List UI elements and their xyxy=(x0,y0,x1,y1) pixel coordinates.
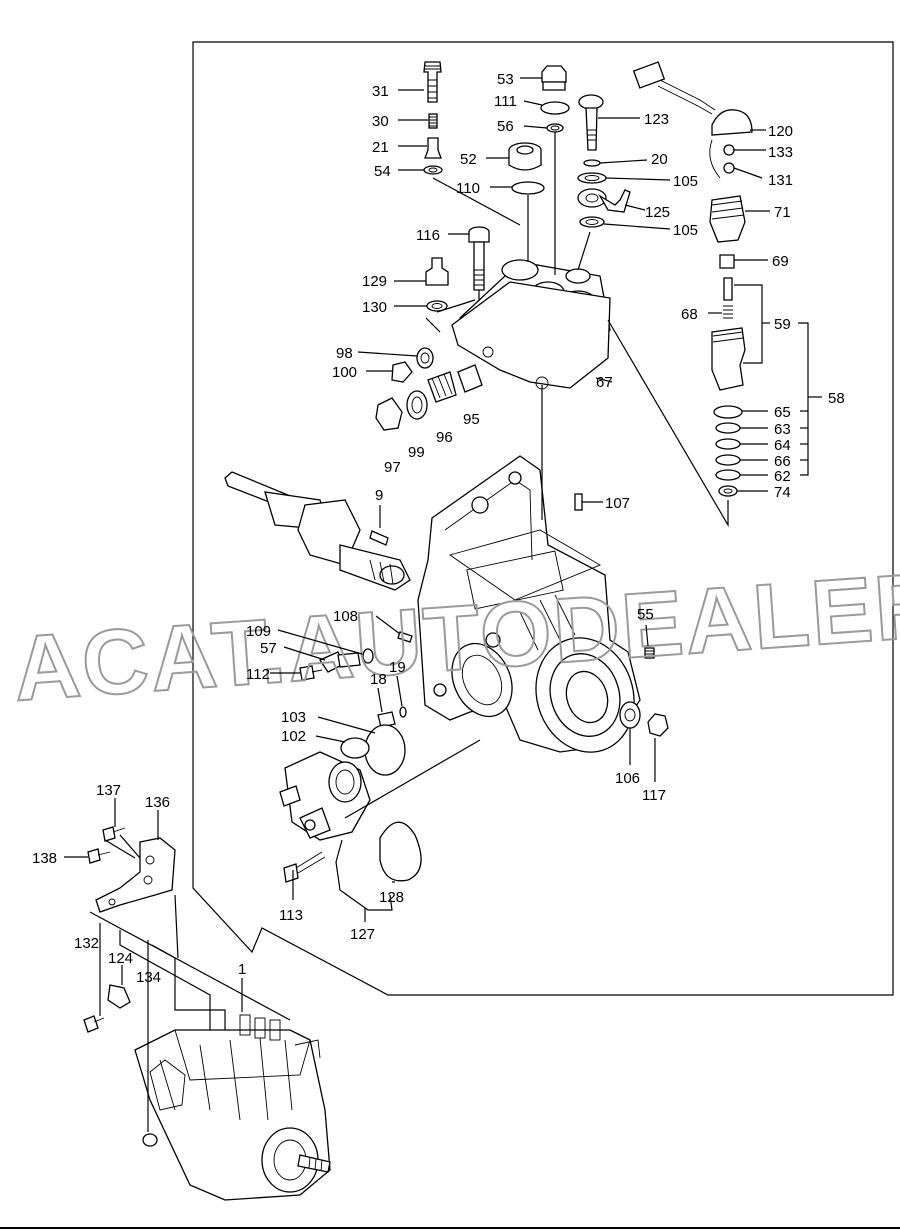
label-97: 97 xyxy=(384,459,401,476)
label-67: 67 xyxy=(596,374,613,391)
label-54: 54 xyxy=(374,163,391,180)
label-132: 132 xyxy=(74,935,99,952)
label-117: 117 xyxy=(642,787,666,804)
small-parts-right xyxy=(574,493,669,737)
label-137: 137 xyxy=(96,782,121,799)
bolt-116 xyxy=(468,226,490,291)
label-65: 65 xyxy=(774,404,791,421)
bracket-124 xyxy=(83,984,131,1033)
label-109: 109 xyxy=(246,623,271,640)
gasket-67 xyxy=(451,281,611,389)
label-112: 112 xyxy=(246,666,270,683)
label-130: 130 xyxy=(362,299,387,316)
label-71: 71 xyxy=(774,204,791,221)
label-111: 111 xyxy=(494,93,517,110)
label-100: 100 xyxy=(332,364,357,381)
label-98: 98 xyxy=(336,345,353,362)
camshaft xyxy=(224,471,411,591)
label-127: 127 xyxy=(350,926,375,943)
label-134: 134 xyxy=(136,969,161,986)
label-116: 116 xyxy=(416,227,440,244)
label-95: 95 xyxy=(463,411,480,428)
label-106: 106 xyxy=(615,770,640,787)
label-102: 102 xyxy=(281,728,306,745)
label-123: 123 xyxy=(644,111,669,128)
label-125: 125 xyxy=(645,204,670,221)
label-129: 129 xyxy=(362,273,387,290)
plug-valve-stack xyxy=(375,347,483,431)
assembled-pump xyxy=(134,1014,331,1201)
label-20: 20 xyxy=(651,151,668,168)
label-64: 64 xyxy=(774,437,791,454)
label-107: 107 xyxy=(605,495,630,512)
banjo-bolt-stack xyxy=(577,94,631,228)
label-110: 110 xyxy=(456,180,480,197)
label-62: 62 xyxy=(774,468,791,485)
label-138: 138 xyxy=(32,850,57,867)
label-69: 69 xyxy=(772,253,789,270)
label-9: 9 xyxy=(375,487,383,504)
label-55: 55 xyxy=(637,606,654,623)
governor-cover xyxy=(279,724,422,883)
part-labels: 31 30 21 54 53 111 56 52 110 123 20 105 … xyxy=(32,71,845,986)
label-120: 120 xyxy=(768,123,793,140)
label-133: 133 xyxy=(768,144,793,161)
label-128: 128 xyxy=(379,889,404,906)
label-124: 124 xyxy=(108,950,133,967)
label-31: 31 xyxy=(372,83,389,100)
label-53: 53 xyxy=(497,71,514,88)
label-99: 99 xyxy=(408,444,425,461)
label-21: 21 xyxy=(372,139,389,156)
label-57: 57 xyxy=(260,640,277,657)
label-58: 58 xyxy=(828,390,845,407)
pump-housing xyxy=(417,455,641,753)
callout-frame xyxy=(192,41,894,996)
label-136: 136 xyxy=(145,794,170,811)
leader-lines xyxy=(64,77,822,1132)
solenoid-stack xyxy=(632,61,753,497)
label-19: 19 xyxy=(389,659,406,676)
label-66: 66 xyxy=(774,453,791,470)
label-96: 96 xyxy=(436,429,453,446)
small-parts-left xyxy=(299,530,413,728)
label-113: 113 xyxy=(279,907,303,924)
label-59: 59 xyxy=(774,316,791,333)
fitting-129-stack xyxy=(425,257,449,312)
label-1: 1 xyxy=(238,961,246,978)
label-103: 103 xyxy=(281,709,306,726)
label-105a: 105 xyxy=(673,173,698,190)
label-63: 63 xyxy=(774,421,791,438)
bracket-136 xyxy=(87,826,176,913)
label-108: 108 xyxy=(333,608,358,625)
label-30: 30 xyxy=(372,113,389,130)
delivery-valve-stack xyxy=(423,61,443,175)
label-105b: 105 xyxy=(673,222,698,239)
cap-52-stack xyxy=(508,142,545,195)
label-131: 131 xyxy=(768,172,793,189)
label-18: 18 xyxy=(370,671,387,688)
plug-53-stack xyxy=(540,65,570,133)
label-52: 52 xyxy=(460,151,477,168)
label-74: 74 xyxy=(774,484,791,501)
label-56: 56 xyxy=(497,118,514,135)
label-68: 68 xyxy=(681,306,698,323)
